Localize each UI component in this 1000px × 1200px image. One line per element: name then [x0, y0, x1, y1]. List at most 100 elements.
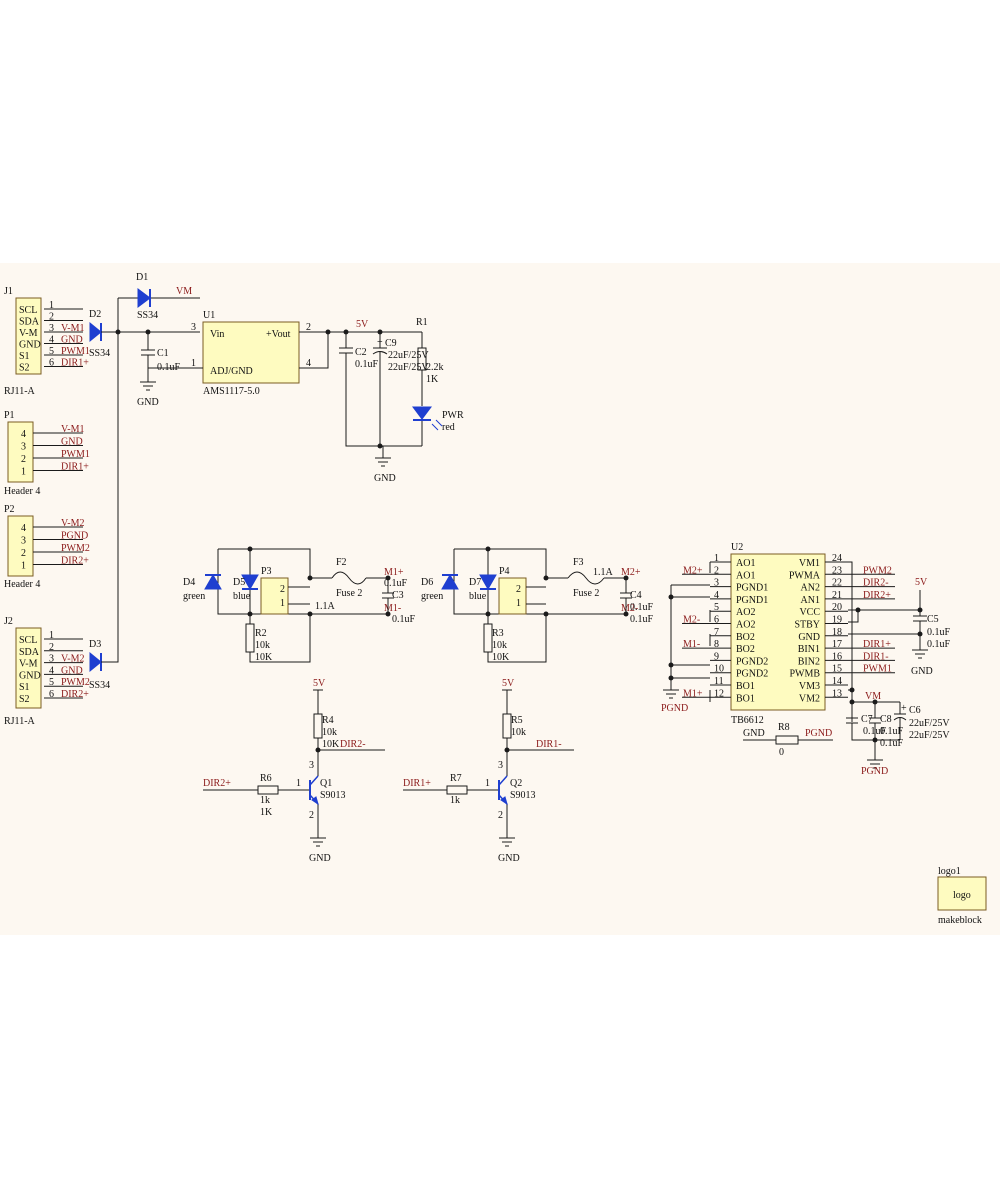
- j2-pin-num: 4: [49, 665, 54, 676]
- j2-body: [15, 627, 42, 709]
- d7-symbol: [479, 574, 497, 591]
- q1-out-net: DIR2-: [340, 739, 366, 750]
- p1-pin-num: 3: [21, 442, 26, 453]
- j1-net-label: PWM1: [61, 346, 90, 357]
- d1-ref: D1: [136, 272, 148, 283]
- d6-symbol: [441, 573, 459, 590]
- u2-vm-label: VM: [865, 691, 881, 702]
- c1-ref: C1: [157, 348, 169, 359]
- r5-value: 10k: [511, 727, 526, 738]
- led-pwr: PWR red: [412, 406, 464, 433]
- p3-ref: P3: [261, 566, 272, 577]
- j2-pin-name: V-M: [19, 659, 38, 670]
- d4-color: green: [183, 591, 205, 602]
- r2-value: 10k: [255, 640, 270, 651]
- c2-value: 0.1uF: [355, 359, 379, 370]
- u1-ref: U1: [203, 310, 215, 321]
- d3-symbol: [89, 651, 102, 673]
- c5-value: 0.1uF: [927, 627, 951, 638]
- c6-ref: C6: [909, 705, 921, 716]
- p1-type: Header 4: [4, 486, 40, 497]
- j2-pin-num: 2: [49, 642, 54, 653]
- u2-right-pin-name: BIN2: [798, 656, 820, 667]
- p2-type: Header 4: [4, 579, 40, 590]
- c6-value: 22uF/25V: [909, 718, 950, 729]
- p2-pin-num: 4: [21, 523, 26, 534]
- p2-net-label: PGND: [61, 531, 88, 542]
- u2-left-pin-num: 2: [714, 565, 719, 576]
- c6-value2: 22uF/25V: [909, 730, 950, 741]
- u2-right-net: DIR2-: [863, 578, 889, 589]
- u2-right-pin-name: VM2: [799, 693, 820, 704]
- u2-ref: U2: [731, 542, 743, 553]
- q1-pin3: 3: [309, 760, 314, 771]
- d2-symbol: [89, 321, 102, 343]
- j1-net-label: V-M1: [61, 323, 85, 334]
- r6-value: 1k: [260, 795, 270, 806]
- p1-body: [7, 421, 34, 483]
- d4-ref: D4: [183, 577, 195, 588]
- f2-ref: F2: [336, 557, 347, 568]
- q1-in-net: DIR2+: [203, 778, 231, 789]
- d7-ref: D7: [469, 577, 481, 588]
- u2-left-net: M1-: [683, 639, 700, 650]
- f2-value: Fuse 2: [336, 588, 362, 599]
- u2-right-pin-name: AN2: [801, 583, 820, 594]
- j1-pin-name: GND: [19, 340, 41, 351]
- j2-pin-num: 6: [49, 689, 54, 700]
- j2-net-label: DIR2+: [61, 689, 89, 700]
- u2-5v-label: 5V: [915, 577, 928, 588]
- output-caps: 5V C2 0.1uF + C9 22uF/25V 22uF/25V GND: [339, 319, 429, 484]
- u2-right-net: DIR2+: [863, 590, 891, 601]
- r4-value2: 10K: [322, 739, 340, 750]
- u2-right-pin-num: 14: [832, 676, 842, 687]
- r8-left-net: GND: [743, 728, 765, 739]
- c4-ref: C4: [630, 590, 642, 601]
- j1-ref: J1: [4, 286, 13, 297]
- j2-pin-name: GND: [19, 670, 41, 681]
- u2-left-net: M2-: [683, 615, 700, 626]
- u2-right-pin-num: 17: [832, 639, 842, 650]
- logo-ref: logo1: [938, 866, 961, 877]
- q2-type: S9013: [510, 790, 536, 801]
- u2-right-pin-name: BIN1: [798, 644, 820, 655]
- u2-left-pin-name: AO1: [736, 558, 755, 569]
- j1-pin-num: 6: [49, 358, 54, 369]
- driver-q2: 5V R5 10k DIR1- DIR1+ R7 1k 1 3 2 Q2 S90…: [403, 678, 574, 864]
- u1-pin4: 4: [306, 358, 311, 369]
- u2-right-pin-num: 21: [832, 590, 842, 601]
- r8-ref: R8: [778, 722, 790, 733]
- p2-net-label: V-M2: [61, 518, 85, 529]
- c3-value2: 0.1uF: [392, 614, 416, 625]
- output-gnd: GND: [374, 473, 396, 484]
- p3-pin1: 1: [280, 598, 285, 609]
- u2-left-pin-name: PGND1: [736, 595, 768, 606]
- c7-value: 0.1uF: [863, 726, 887, 737]
- d5-symbol: [241, 574, 259, 591]
- r7-ref: R7: [450, 773, 462, 784]
- c3-ref: C3: [392, 590, 404, 601]
- r6-ref: R6: [260, 773, 272, 784]
- j2-pin-num: 1: [49, 630, 54, 641]
- u1-adj: ADJ/GND: [210, 366, 253, 377]
- q2-in-net: DIR1+: [403, 778, 431, 789]
- connector-j1: J1 RJ11-A: [4, 286, 42, 397]
- p1-net-label: DIR1+: [61, 462, 89, 473]
- p4-ref: P4: [499, 566, 510, 577]
- d4-symbol: [204, 573, 222, 590]
- j2-pin-name: S1: [19, 682, 30, 693]
- d5-ref: D5: [233, 577, 245, 588]
- r4-value: 10k: [322, 727, 337, 738]
- j2-pin-name: SDA: [19, 647, 40, 658]
- d3-value: SS34: [89, 680, 110, 691]
- u2-left-net: M2+: [683, 565, 703, 576]
- p1-pin-num: 4: [21, 429, 26, 440]
- p1-ref: P1: [4, 410, 15, 421]
- resistor-r8: R8 GND PGND 0: [743, 722, 833, 758]
- c3-value: 0.1uF: [384, 578, 408, 589]
- u2-left-pin-name: BO2: [736, 632, 755, 643]
